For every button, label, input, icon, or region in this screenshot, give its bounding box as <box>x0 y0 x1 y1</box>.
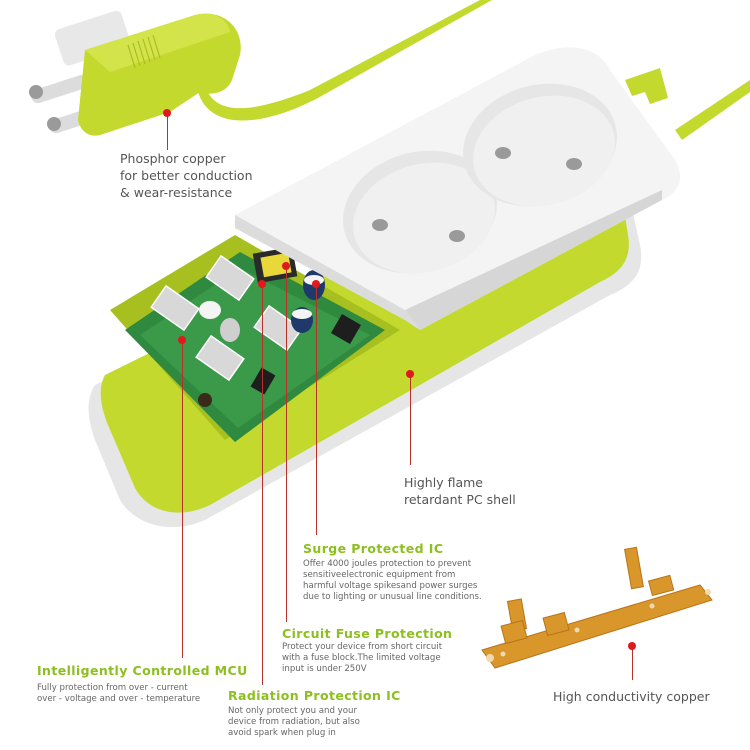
callout-dot-radiation <box>258 280 266 288</box>
power-cord-tail <box>675 80 750 140</box>
feature-title: Circuit Fuse Protection <box>282 626 453 641</box>
callout-dot-surge <box>312 280 320 288</box>
feature-mcu: Intelligently Controlled MCU Fully prote… <box>37 663 248 705</box>
feature-description: Protect your device from short circuit w… <box>282 642 443 674</box>
leader-line-plug <box>167 115 168 150</box>
feature-fuse: Circuit Fuse Protection Protect your dev… <box>282 626 462 675</box>
feature-radiation: Radiation Protection IC Not only protect… <box>228 688 408 739</box>
plug-callout-line: Phosphor copper <box>120 151 226 166</box>
leader-line-shell <box>410 375 411 465</box>
copper-callout: High conductivity copper <box>553 689 710 704</box>
feature-title: Radiation Protection IC <box>228 688 401 703</box>
leader-line-fuse <box>286 268 287 622</box>
leader-line-mcu <box>182 340 183 658</box>
callout-dot-plug <box>163 109 171 117</box>
feature-title: Surge Protected IC <box>303 541 444 556</box>
copper-busbar <box>481 546 713 669</box>
plug-callout: Phosphor copper for better conduction & … <box>120 150 253 201</box>
shell-callout: Highly flame retardant PC shell <box>404 474 516 508</box>
feature-title: Intelligently Controlled MCU <box>37 663 248 678</box>
callout-dot-copper <box>628 642 636 650</box>
plug-icon <box>29 10 241 136</box>
callout-dot-fuse <box>282 262 290 270</box>
leader-line-copper <box>632 648 633 680</box>
callout-dot-mcu <box>178 336 186 344</box>
leader-line-surge <box>316 285 317 535</box>
feature-description: Fully protection from over - current ove… <box>37 683 201 704</box>
callout-dot-shell <box>406 370 414 378</box>
usb-ports <box>150 254 303 382</box>
power-cord <box>198 0 492 121</box>
feature-description: Offer 4000 joules protection to prevent … <box>303 559 482 602</box>
shell-callout-line: retardant PC shell <box>404 492 516 507</box>
leader-line-radiation <box>262 285 263 685</box>
shell-callout-line: Highly flame <box>404 475 483 490</box>
feature-description: Not only protect you and your device fro… <box>228 706 360 738</box>
plug-callout-line: & wear-resistance <box>120 185 233 200</box>
feature-surge: Surge Protected IC Offer 4000 joules pro… <box>303 541 523 603</box>
plug-callout-line: for better conduction <box>120 168 253 183</box>
